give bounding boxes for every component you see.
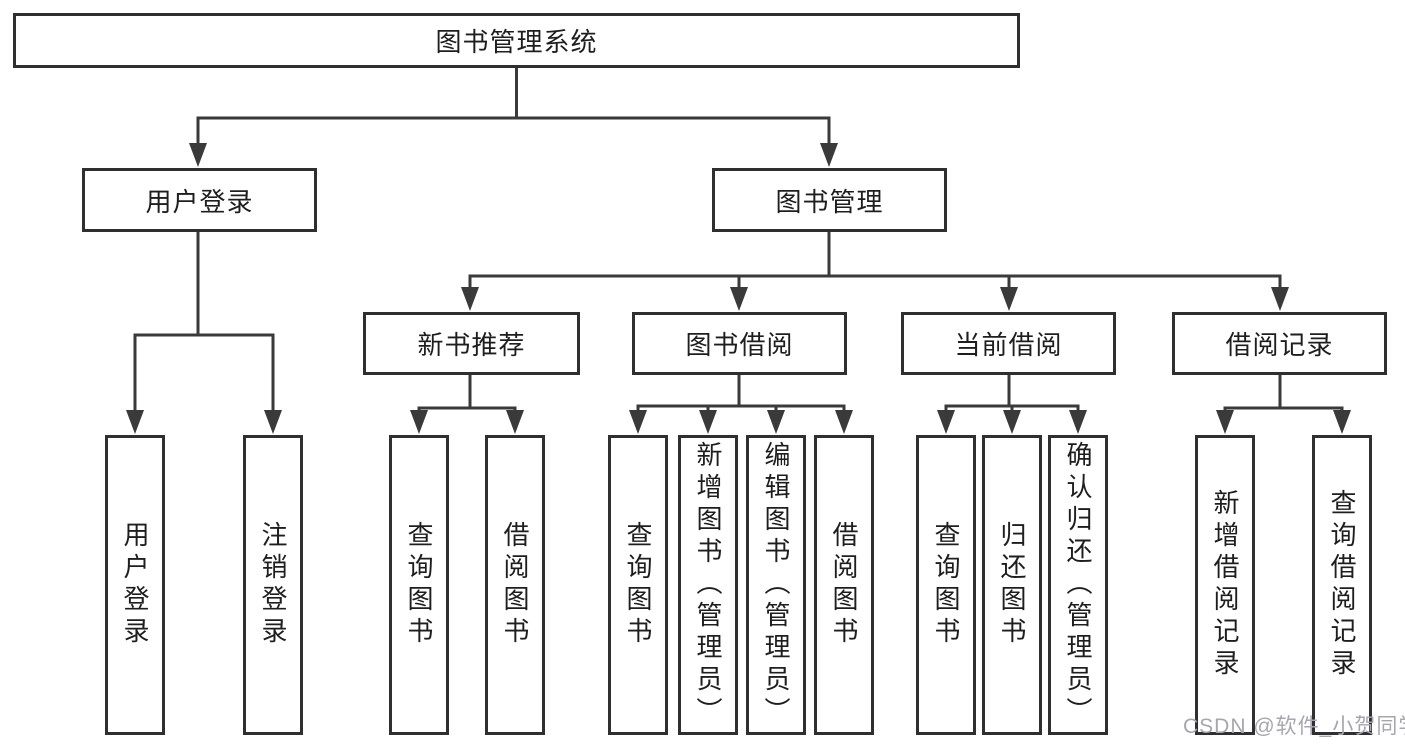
node-book-management-system: 图书管理系统 <box>13 13 1020 68</box>
arrowhead-icon <box>189 143 207 167</box>
node-borrow-books-borrowing: 借阅图书 <box>814 435 874 735</box>
arrowhead-icon <box>730 287 748 311</box>
node-book-management: 图书管理 <box>712 168 947 232</box>
arrowhead-icon <box>767 410 785 434</box>
arrowhead-icon <box>506 410 524 434</box>
arrowhead-icon <box>1069 410 1087 434</box>
node-query-borrow-record: 查询借阅记录 <box>1312 435 1372 735</box>
node-confirm-return-admin: 确认归还（管理员） <box>1048 435 1108 735</box>
node-logout-action: 注销登录 <box>243 435 303 735</box>
arrowhead-icon <box>699 410 717 434</box>
node-user-login-action: 用户登录 <box>105 435 165 735</box>
arrowhead-icon <box>1333 410 1351 434</box>
arrowhead-icon <box>1271 287 1289 311</box>
arrowhead-icon <box>1216 410 1234 434</box>
node-borrowing-records: 借阅记录 <box>1172 312 1387 375</box>
node-current-borrowing: 当前借阅 <box>901 312 1116 375</box>
node-add-borrow-record: 新增借阅记录 <box>1195 435 1255 735</box>
node-query-books-current: 查询图书 <box>916 435 976 735</box>
arrowhead-icon <box>410 410 428 434</box>
arrowhead-icon <box>264 410 282 434</box>
node-new-book-recommendation: 新书推荐 <box>363 312 580 375</box>
arrowhead-icon <box>461 287 479 311</box>
arrowhead-icon <box>937 410 955 434</box>
arrowhead-icon <box>126 410 144 434</box>
arrowhead-icon <box>835 410 853 434</box>
csdn-watermark: CSDN @软件_小贺同学 <box>1183 715 1405 738</box>
arrowhead-icon <box>820 143 838 167</box>
node-borrow-books-recommend: 借阅图书 <box>485 435 545 735</box>
connector-path <box>133 66 1344 415</box>
node-query-books-recommend: 查询图书 <box>389 435 449 735</box>
node-return-books: 归还图书 <box>982 435 1042 735</box>
arrowhead-icon <box>1003 410 1021 434</box>
node-user-login: 用户登录 <box>82 168 317 232</box>
node-add-books-admin: 新增图书（管理员） <box>678 435 738 735</box>
node-edit-books-admin: 编辑图书（管理员） <box>746 435 806 735</box>
arrowhead-icon <box>1000 287 1018 311</box>
node-query-books-borrowing: 查询图书 <box>608 435 668 735</box>
node-book-borrowing: 图书借阅 <box>632 312 847 375</box>
arrowhead-icon <box>629 410 647 434</box>
